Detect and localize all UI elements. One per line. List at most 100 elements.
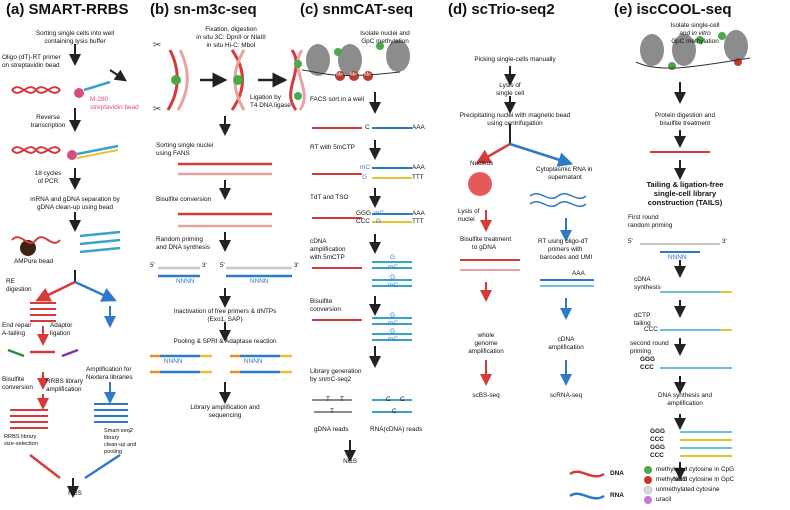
panel-e-title: (e) iscCOOL-seq — [614, 1, 732, 18]
dna-ladder — [30, 302, 56, 322]
step-text: GpC methylation — [361, 38, 409, 45]
seq-label: NNNN — [244, 358, 263, 365]
step-text: conversion — [310, 306, 341, 313]
step-text: Pooling & SPRI & Adaptase reaction — [173, 338, 277, 345]
me-label: Me — [364, 72, 371, 78]
seq-label: NNNN — [164, 358, 183, 365]
step-text: sequencing — [208, 412, 242, 419]
step-text: single-cell library — [653, 189, 717, 198]
step-text: Nucleus — [470, 160, 494, 167]
panel-a-graphics — [7, 44, 128, 498]
seq-label: G — [376, 218, 381, 225]
seq-label: T — [340, 396, 344, 403]
step-text: T4 DNA ligase — [250, 102, 291, 109]
legend-item-gpc: methylated cytosine in GpC — [656, 476, 735, 483]
step-text: ligation — [50, 330, 71, 337]
step-text: Inactivation of free primers & dNTPs — [173, 308, 277, 315]
legend-item-cpg: methylated cytosine in CpG — [656, 466, 735, 473]
seq-label: GGG — [650, 444, 665, 451]
step-text: conversion — [2, 384, 33, 391]
seq-label: G — [390, 274, 395, 281]
panel-b-graphics: ✂ ✂ — [150, 40, 306, 404]
seq-label: 5' — [220, 262, 225, 269]
panel-c-title: (c) snmCAT-seq — [300, 1, 414, 18]
step-text: and in vitro — [679, 30, 711, 37]
legend-dna-label: DNA — [610, 470, 624, 477]
seq-label: TTT — [412, 174, 424, 181]
seq-label: GGG — [650, 428, 665, 435]
seq-label: C — [365, 124, 370, 131]
step-text: RNA(cDNA) reads — [370, 426, 423, 433]
step-text: FACS sort in a well — [310, 96, 364, 103]
step-text: barcodes and UMI — [540, 254, 593, 261]
panel-a-title: (a) SMART-RRBS — [6, 1, 129, 18]
step-text: gDNA reads — [314, 426, 349, 433]
step-text: whole — [477, 332, 495, 339]
step-text: Bisulfite conversion — [156, 196, 212, 203]
step-text: Cytoplasmic RNA in — [536, 166, 593, 173]
seq-label: 3' — [722, 238, 727, 245]
step-text: amplification — [46, 386, 82, 393]
seq-label: mC — [388, 282, 398, 289]
me-label: Me — [350, 72, 357, 78]
step-text: Isolate nuclei and — [360, 30, 410, 37]
bead-label: M-280 — [90, 96, 109, 103]
seq-label: CCC — [356, 218, 370, 225]
step-text: cDNA — [310, 238, 327, 245]
me-label: Me — [336, 72, 343, 78]
step-text: Amplification for — [86, 366, 132, 373]
step-text: Nextera libraries — [86, 374, 133, 381]
seq-label: GGG — [640, 356, 655, 363]
step-text: DNA synthesis and — [658, 392, 712, 399]
seq-label: mC — [388, 264, 398, 271]
step-text: RRBS library — [46, 378, 83, 385]
seq-label: AAA — [412, 124, 425, 131]
step-text: to gDNA — [472, 244, 497, 251]
seq-label: CCC — [650, 436, 664, 443]
step-text: of PCR — [37, 178, 59, 185]
step-text: mRNA and gDNA separation by — [30, 196, 120, 203]
output-label: scRNA-seq — [549, 392, 583, 399]
step-text: Bisulfite treatment — [460, 236, 512, 243]
seq-label: 5' — [150, 262, 155, 269]
step-text: bisulfite treatment — [659, 120, 711, 127]
step-text: random priming — [628, 222, 673, 229]
ngs-label: NGS — [68, 490, 82, 497]
step-text: dCTP — [634, 312, 651, 319]
step-text: Oligo (dT)-RT primer — [2, 54, 61, 61]
legend-item-uracil: uracil — [656, 496, 672, 503]
step-text: and DNA synthesis — [156, 244, 210, 251]
step-text: Sorting single nuclei — [156, 142, 214, 149]
seq-label: 3' — [202, 262, 207, 269]
seq-label: C — [386, 396, 391, 403]
step-text: RE — [6, 278, 15, 285]
step-text: amplification — [468, 348, 504, 355]
seq-label: NNNN — [668, 254, 687, 261]
panel-d-title: (d) scTrio-seq2 — [448, 1, 555, 18]
step-text: in situ Hi-C: MboI — [206, 42, 256, 49]
step-text: transcription — [30, 122, 66, 129]
step-text: Ligation by — [250, 94, 281, 101]
seq-label: AAA — [572, 270, 585, 277]
step-text: Picking single-cells manually — [474, 56, 556, 63]
step-text: Library generation — [310, 368, 362, 375]
seq-label: NNNN — [176, 278, 195, 285]
step-text: in situ 3C: DpnII or NlaIII — [196, 34, 266, 41]
ampure-bead — [20, 240, 36, 256]
legend-graphics — [569, 466, 653, 504]
step-text: (Exo1, SAP) — [207, 316, 243, 323]
step-text: primers with — [548, 246, 583, 253]
seq-label: AAA — [412, 210, 425, 217]
ngs-label: NGS — [343, 458, 357, 465]
step-text: RRBS library — [4, 434, 37, 440]
step-text: clean-up and — [104, 442, 137, 448]
step-text: Precipitating nuclei with magnetic bead — [459, 112, 571, 119]
nucleosome — [306, 44, 330, 76]
seq-label: G — [390, 254, 395, 261]
step-text: synthesis — [634, 284, 661, 291]
step-text: pooling — [104, 449, 123, 455]
step-text: 18 cycles — [34, 170, 62, 177]
step-text: First round — [628, 214, 659, 221]
step-text: Random priming — [156, 236, 203, 243]
step-text: RT using oligo-dT — [538, 238, 589, 245]
